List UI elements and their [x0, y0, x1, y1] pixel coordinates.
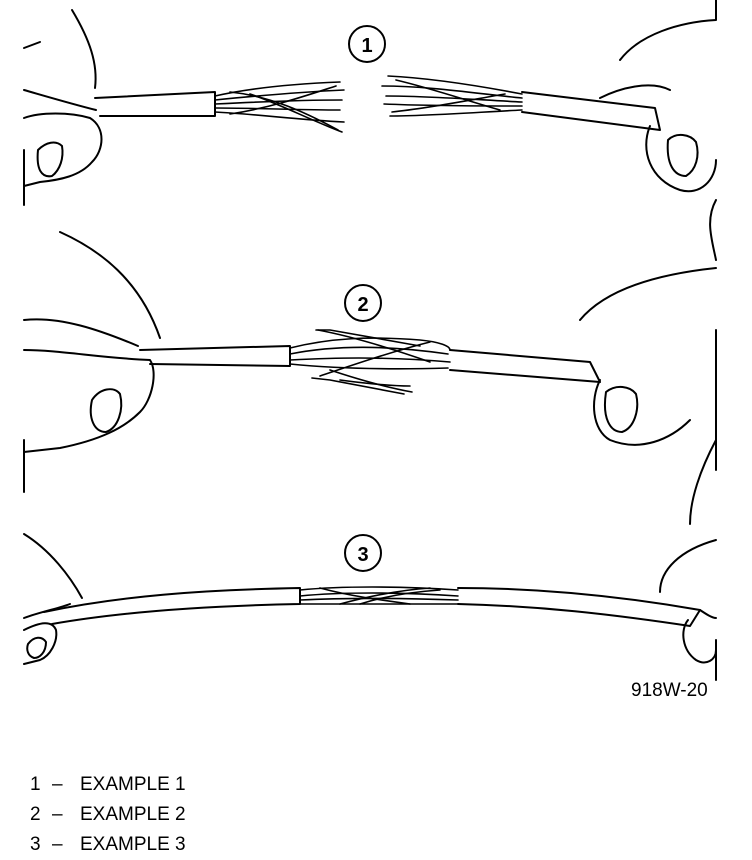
panel-2-left-insulation — [139, 345, 291, 367]
legend-dash: – — [52, 804, 63, 825]
panel-2-twisted-wires — [23, 231, 717, 525]
panel-2-twisted-strands — [289, 329, 451, 395]
panel-2-right-hand — [579, 267, 717, 525]
panel-1-left-insulation — [94, 91, 216, 117]
panel-1-right-hand — [599, 0, 717, 261]
panel-3-right-hand — [659, 539, 717, 681]
panel-2-left-hand — [23, 231, 161, 493]
legend-number: 1 — [30, 774, 41, 795]
legend-label: EXAMPLE 1 — [80, 774, 186, 795]
legend-item-1: 1 – EXAMPLE 1 — [30, 770, 186, 800]
legend-item-2: 2 – EXAMPLE 2 — [30, 800, 186, 830]
callout-1-label: 1 — [361, 35, 372, 57]
legend-number: 3 — [30, 834, 41, 855]
figure-id: 918W-20 — [631, 680, 708, 701]
callout-2-circle — [344, 284, 382, 322]
panel-1-right-strands — [381, 75, 523, 117]
panel-3-soldered-splice — [23, 533, 717, 681]
legend-dash: – — [52, 834, 63, 855]
legend: 1 – EXAMPLE 1 2 – EXAMPLE 2 3 – EXAMPLE … — [30, 770, 186, 860]
panel-3-solder-joint — [299, 586, 459, 605]
panel-1-right-insulation — [521, 91, 661, 131]
callout-2-label: 2 — [357, 294, 368, 316]
panel-1-separated-wires — [23, 0, 717, 261]
callout-1-circle — [348, 25, 386, 63]
panel-1-left-strands — [214, 81, 345, 133]
legend-item-3: 3 – EXAMPLE 3 — [30, 830, 186, 860]
legend-dash: – — [52, 774, 63, 795]
legend-label: EXAMPLE 3 — [80, 834, 186, 855]
legend-label: EXAMPLE 2 — [80, 804, 186, 825]
callout-3-label: 3 — [357, 544, 368, 566]
panel-3-left-insulation — [43, 587, 301, 625]
wire-splice-illustration: 1 2 3 — [23, 0, 717, 681]
legend-number: 2 — [30, 804, 41, 825]
callout-3-circle — [344, 534, 382, 572]
panel-2-right-insulation — [449, 349, 601, 383]
panel-3-left-hand — [23, 533, 83, 665]
panel-3-right-insulation — [457, 587, 701, 627]
panel-1-left-hand — [23, 9, 103, 206]
